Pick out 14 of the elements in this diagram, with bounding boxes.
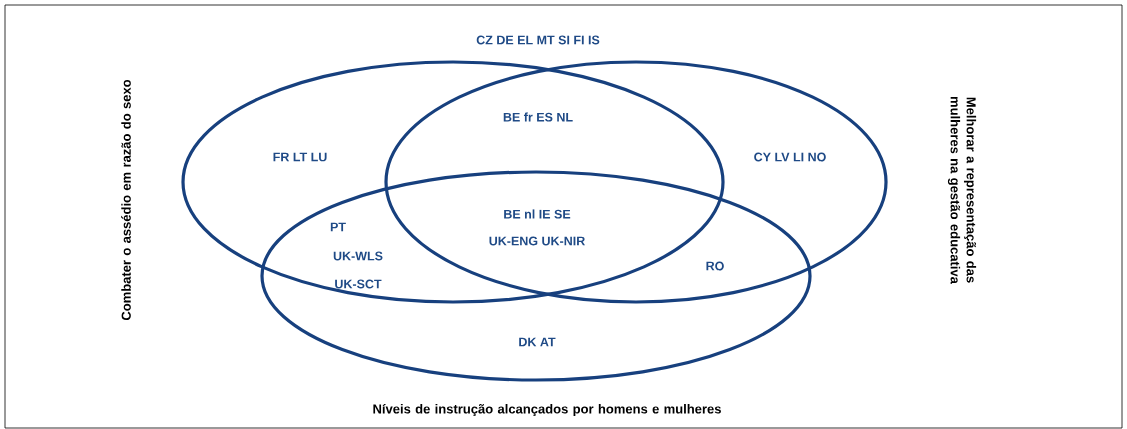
country-codes: BE fr ES NL — [503, 112, 573, 122]
country-codes: DK AT — [519, 337, 556, 347]
country-codes: BE nl IE SE — [504, 209, 571, 219]
set-title: Melhorar a representação das mulheres na gestão educativa — [947, 96, 977, 284]
set-title: Níveis de instrução alcançados por homens e mulheres — [373, 403, 721, 417]
country-codes: RO — [706, 261, 724, 271]
country-codes: CZ DE EL MT SI FI IS — [476, 35, 600, 45]
country-codes: UK-WLS — [333, 251, 383, 261]
country-codes: UK-ENG UK-NIR — [489, 236, 585, 246]
country-codes: FR LT LU — [273, 152, 327, 162]
set-title: Combater o assédio em razão do sexo — [121, 79, 131, 321]
country-codes: CY LV LI NO — [754, 152, 826, 162]
country-codes: UK-SCT — [335, 279, 382, 289]
country-codes: PT — [330, 222, 346, 232]
